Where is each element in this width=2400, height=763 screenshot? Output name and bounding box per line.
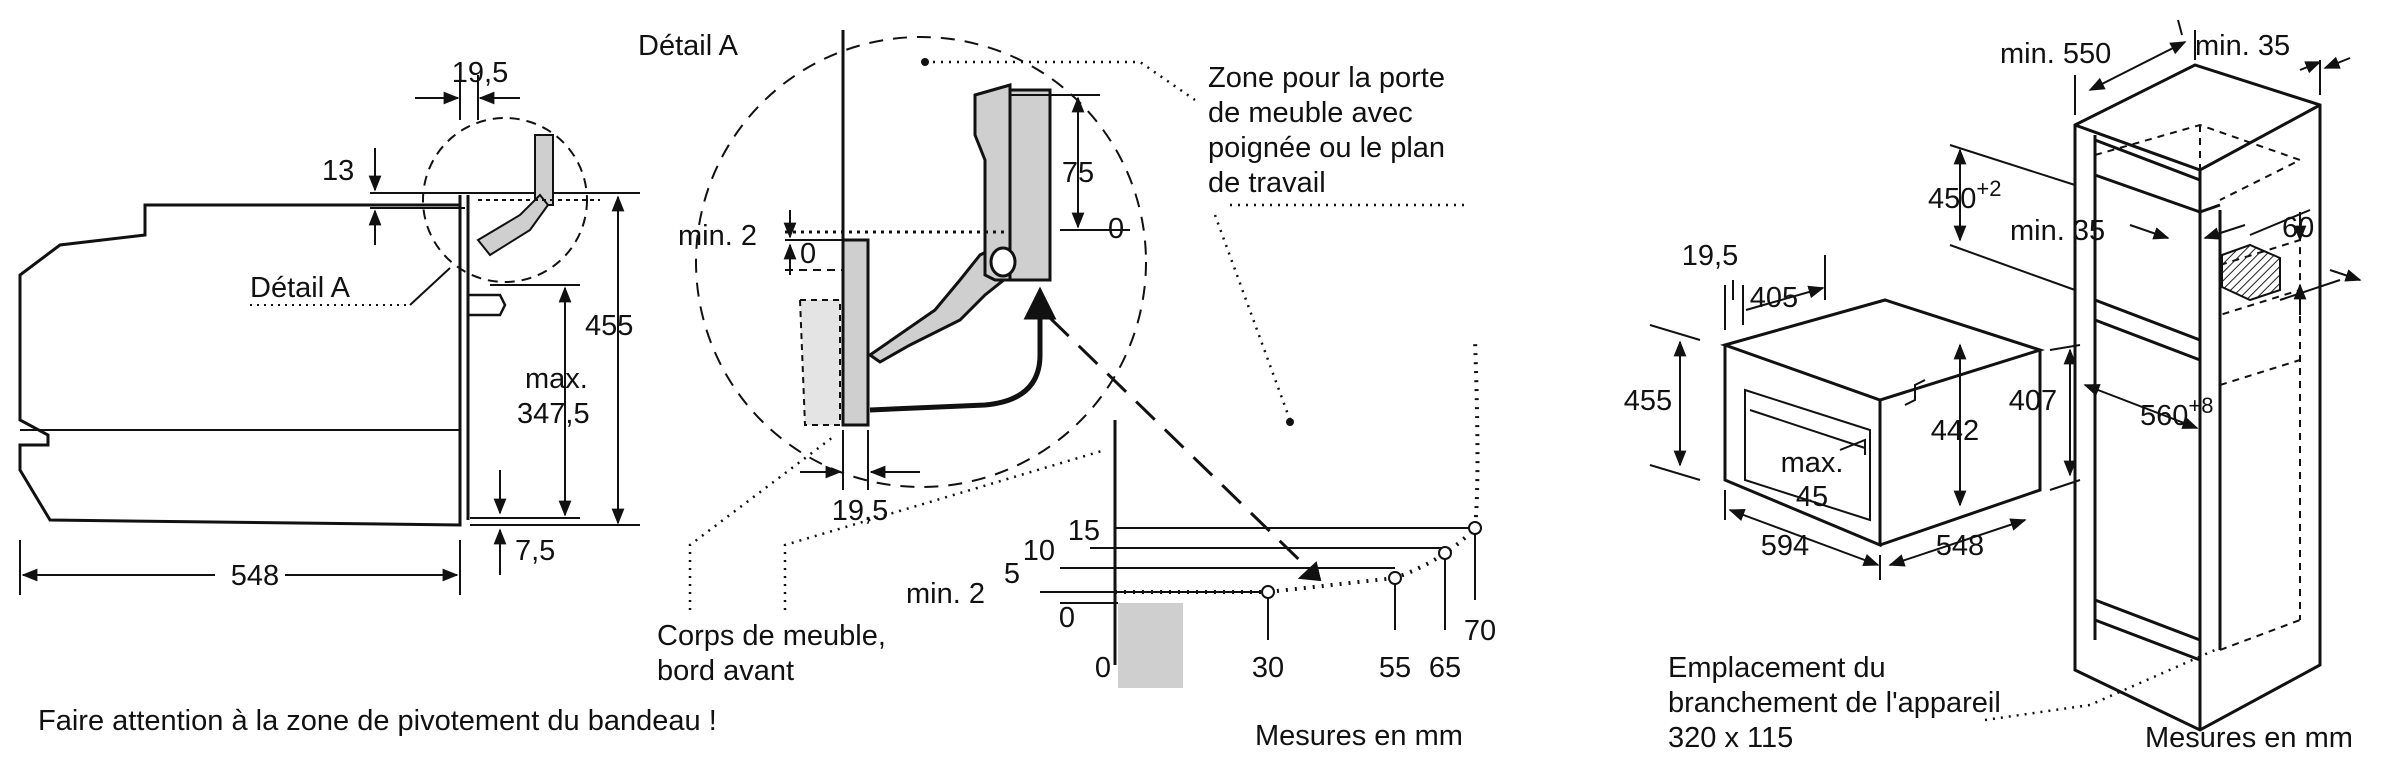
dim-max-right: max. [1781,447,1844,479]
dim-548-left: 548 [231,560,279,592]
connection-note: Emplacement du branchement de l'appareil… [1668,652,2001,754]
swing-x-55: 55 [1379,652,1411,684]
dim-347-5: 347,5 [517,398,590,430]
connection-note-line-2: branchement de l'appareil [1668,687,2001,719]
swing-y-5: 5 [1004,558,1020,590]
cabinet-inner-dashed [2094,123,2303,651]
corps-note-line-1: Corps de meuble, [657,620,886,652]
dim-min-35-mid: min. 35 [2010,215,2105,247]
dim-19-5-top: 19,5 [452,57,508,89]
corps-note: Corps de meuble, bord avant [657,620,886,687]
dim-min2-detail: min. 2 [678,220,757,252]
detail-a-dimensions [783,94,1130,490]
detail-a-drawing [798,30,1057,427]
connection-leader [1984,648,2216,722]
furniture-edge-block [1118,603,1183,688]
furniture-side-dashed [798,299,841,426]
swing-x-30: 30 [1252,652,1284,684]
swing-zone-graph [1040,316,1482,688]
swing-y-10: 10 [1023,535,1055,567]
zone-note-line-2: de meuble avec [1208,97,1413,129]
dim-75: 75 [1062,157,1094,189]
swing-warning: Faire attention à la zone de pivotement … [38,705,717,737]
dim-548-right: 548 [1936,530,1984,562]
dim-560: 560+8 [2140,393,2213,432]
dim-19-5-detail: 19,5 [832,495,888,527]
dim-442: 442 [1931,415,1979,447]
control-knob [468,293,507,317]
dim-450: 450+2 [1928,176,2001,215]
swing-y-0: 0 [1059,602,1075,634]
dim-0-right: 0 [1108,213,1124,245]
dim-45: 45 [1796,481,1828,513]
corps-note-line-2: bord avant [657,655,794,687]
isometric-dimensions [1649,255,2081,580]
dim-60: 60 [2282,212,2314,244]
dim-405: 405 [1750,282,1798,314]
cabinet-niche [2073,63,2322,732]
appliance-body-outline [18,203,462,527]
cabinet-dimensions [1949,19,2362,429]
swing-path-arrow [869,310,1043,413]
leader-lines [688,60,1470,610]
detail-a-circle [695,36,1147,488]
dim-min-550: min. 550 [2000,38,2111,70]
dim-7-5: 7,5 [515,535,555,567]
dim-0-detail: 0 [800,238,816,270]
unit-note-right: Mesures en mm [2145,722,2353,754]
zone-note-line-4: de travail [1208,167,1326,199]
detail-a-mini [476,134,600,257]
dim-max-left: max. [525,363,588,395]
dim-13: 13 [322,155,354,187]
detail-a-callout-circle [422,117,588,283]
connection-note-line-3: 320 x 115 [1668,722,1793,754]
zone-note: Zone pour la porte de meuble avec poigné… [1208,62,1445,199]
connection-note-line-1: Emplacement du [1668,652,1886,684]
swing-x-0: 0 [1095,652,1111,684]
dim-594: 594 [1761,530,1809,562]
oven-front-panel [841,238,870,427]
dim-407: 407 [2009,385,2057,417]
connection-zone-hatch [2221,243,2281,302]
swing-x-70: 70 [1464,615,1496,647]
detail-a-label-left: Détail A [250,272,351,304]
swing-x-65: 65 [1429,652,1461,684]
dim-min-35-top: min. 35 [2195,30,2290,62]
zone-note-line-3: poignée ou le plan [1208,132,1445,164]
swing-y-15: 15 [1068,515,1100,547]
side-view-dimensions [19,75,640,595]
swing-y-min2: min. 2 [906,578,985,610]
dim-19-5-right: 19,5 [1682,240,1738,272]
isometric-appliance [1720,298,2045,548]
zone-note-line-1: Zone pour la porte [1208,62,1445,94]
side-view [18,195,507,527]
dim-455-right: 455 [1624,385,1672,417]
detail-a-title: Détail A [638,30,739,62]
dim-455-left: 455 [585,310,633,342]
unit-note-middle: Mesures en mm [1255,720,1463,752]
